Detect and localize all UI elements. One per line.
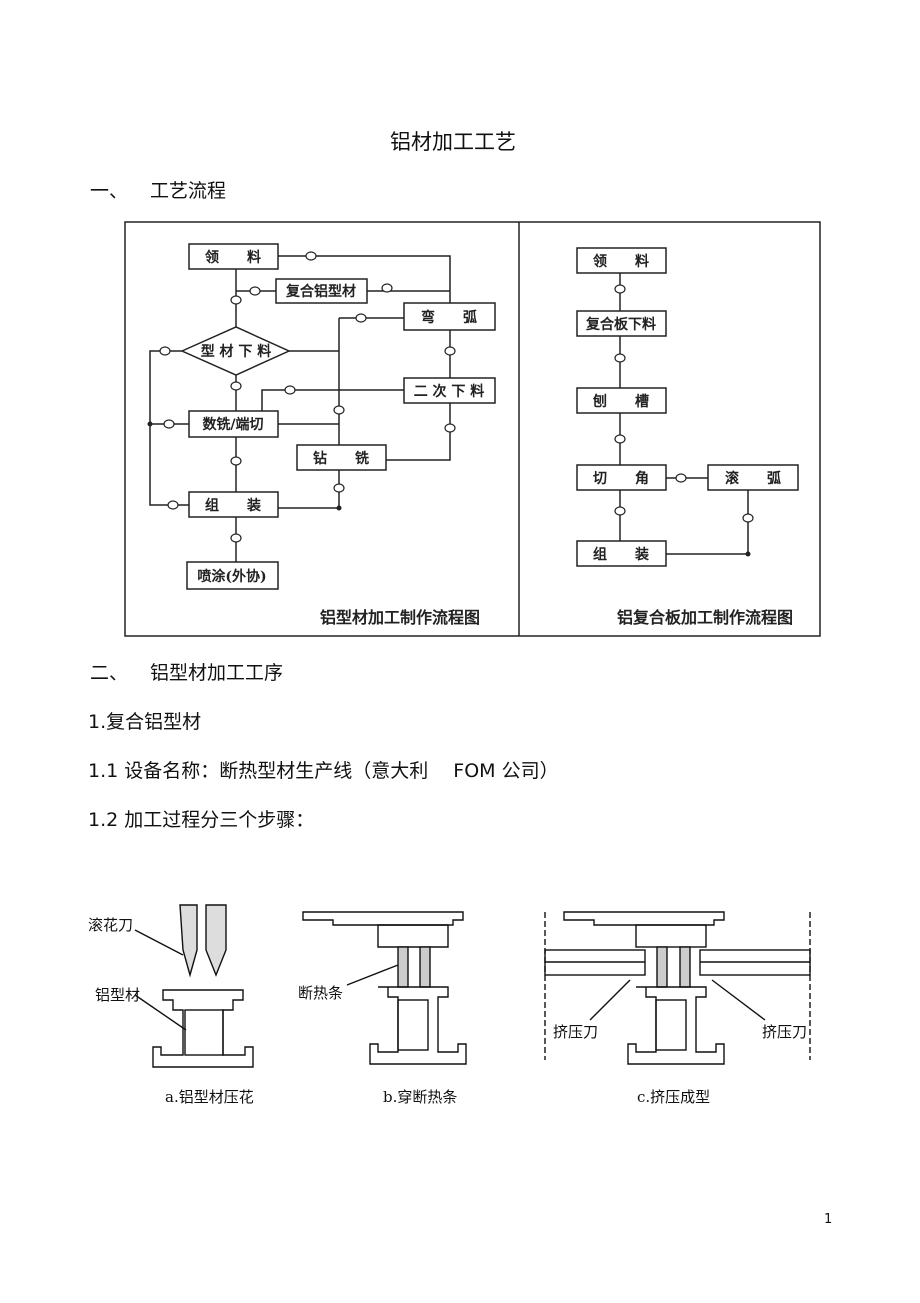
right-flowchart-caption: 铝复合板加工制作流程图 bbox=[617, 608, 793, 627]
section-1-heading: 工艺流程 bbox=[150, 180, 227, 202]
document-title: 铝材加工工艺 bbox=[390, 130, 516, 154]
node-bending: 弯 弧 bbox=[421, 309, 477, 326]
node-assembly-right: 组 装 bbox=[593, 546, 650, 563]
node-composite-profile: 复合铝型材 bbox=[285, 283, 356, 300]
node-assembly: 组 装 bbox=[205, 497, 262, 514]
label-knurling-knife: 滚花刀 bbox=[88, 916, 133, 934]
paragraph-1-1: 1.1 设备名称：断热型材生产线（意大利 FOM 公司） bbox=[88, 760, 559, 782]
label-aluminum-profile: 铝型材 bbox=[95, 986, 140, 1004]
node-profile-cutting: 型 材 下 料 bbox=[201, 343, 272, 360]
paragraph-1-2: 1.2 加工过程分三个步骤： bbox=[88, 809, 315, 831]
node-second-cutting: 二 次 下 料 bbox=[414, 383, 485, 400]
node-collect-material: 领 料 bbox=[205, 249, 261, 266]
section-2-number: 二、 bbox=[90, 662, 129, 684]
left-flowchart-caption: 铝型材加工制作流程图 bbox=[320, 608, 480, 627]
label-extrusion-knife-right: 挤压刀 bbox=[762, 1023, 807, 1041]
label-extrusion-knife-left: 挤压刀 bbox=[553, 1023, 598, 1041]
figure-b-caption: b.穿断热条 bbox=[383, 1088, 457, 1106]
node-panel-cutting: 复合板下料 bbox=[585, 316, 656, 333]
node-spraying: 喷涂(外协) bbox=[197, 568, 266, 585]
label-thermal-strip: 断热条 bbox=[298, 984, 343, 1002]
paragraph-1: 1.复合铝型材 bbox=[88, 711, 202, 733]
node-corner-cutting: 切 角 bbox=[593, 470, 649, 487]
node-drilling: 钻 铣 bbox=[313, 450, 369, 467]
node-roll-bending: 滚 弧 bbox=[725, 470, 781, 487]
node-collect-material-right: 领 料 bbox=[593, 253, 649, 270]
figure-c-extrusion bbox=[544, 911, 811, 1065]
figure-a-knurling bbox=[134, 904, 254, 1068]
node-cnc-milling: 数铣/端切 bbox=[202, 416, 263, 433]
page-number: 1 bbox=[824, 1212, 833, 1227]
figure-a-caption: a.铝型材压花 bbox=[165, 1088, 254, 1106]
section-1-number: 一、 bbox=[90, 180, 129, 202]
figure-c-caption: c.挤压成型 bbox=[637, 1088, 710, 1106]
section-2-heading: 铝型材加工工序 bbox=[150, 662, 284, 684]
flowchart-frame bbox=[124, 221, 821, 637]
figure-b-insert-strip bbox=[302, 911, 467, 1065]
node-grooving: 刨 槽 bbox=[592, 393, 649, 410]
